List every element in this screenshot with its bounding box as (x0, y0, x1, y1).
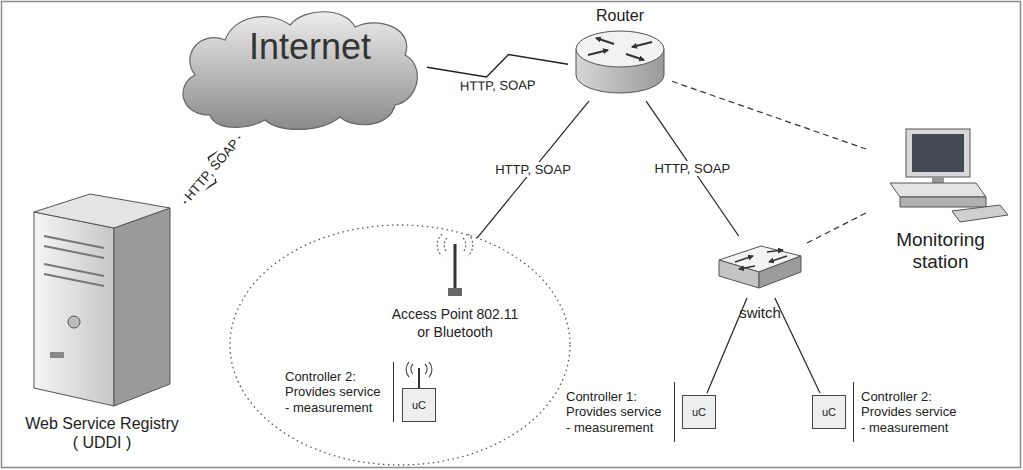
device-label: Access Point 802.11 or Bluetooth (385, 306, 525, 341)
protocol-label: HTTP, SOAP (180, 134, 245, 206)
chip-label: uC (822, 407, 836, 418)
dashed-link (672, 81, 866, 149)
cloud-node: Internet (170, 5, 425, 135)
microcontroller-box: uC (812, 395, 846, 429)
dashed-link (807, 213, 866, 243)
antenna-icon (435, 232, 475, 298)
server-icon (22, 188, 182, 410)
cloud-shape-svg (170, 5, 425, 135)
switch-icon (715, 238, 805, 296)
wireless-antenna (401, 362, 437, 388)
antenna-icon-svg (435, 232, 475, 298)
switch-icon-svg (715, 238, 805, 296)
cloud-shape (170, 5, 425, 135)
router-node: Router (570, 6, 670, 99)
network-link (477, 101, 589, 238)
controller-label: Controller 2: Provides service - measure… (861, 389, 962, 436)
ap-node: Access Point 802.11 or Bluetooth (385, 232, 525, 341)
controller-label: Controller 1: Provides service - measure… (566, 389, 667, 436)
device-label: Web Service Registry ( UDDI ) (24, 414, 180, 452)
bracket-bar (674, 382, 675, 442)
server-icon-svg (22, 188, 182, 410)
cloud-label: Internet (225, 27, 395, 67)
uc-node: uC Controller 2: Provides service - measu… (812, 382, 962, 442)
protocol-label: HTTP, SOAP (652, 161, 734, 177)
computer-icon-svg (868, 125, 1013, 225)
bracket-bar (853, 382, 854, 442)
chip-column: uC (401, 362, 437, 422)
controller-label: Controller 2: Provides service - measure… (285, 369, 386, 416)
chip-column: uC (682, 395, 716, 429)
protocol-label: HTTP, SOAP (492, 162, 574, 178)
microcontroller-box: uC (402, 388, 436, 422)
computer-icon (868, 125, 1013, 225)
device-label: switch (715, 304, 805, 322)
protocol-label: HTTP, SOAP (457, 77, 539, 94)
network-link (646, 101, 739, 236)
lightning-link (427, 55, 568, 78)
uc-node: Controller 1: Provides service - measure… (566, 382, 716, 442)
device-label: Monitoring station (868, 229, 1013, 273)
device-label: Router (570, 6, 670, 25)
switch-node: switch (715, 238, 805, 322)
wireless-range (230, 225, 570, 465)
microcontroller-box: uC (682, 395, 716, 429)
router-icon-svg (570, 27, 670, 99)
wireless-antenna-svg (401, 362, 437, 388)
pc-node: Monitoring station (868, 125, 1013, 273)
chip-label: uC (412, 400, 426, 411)
chip-column: uC (812, 395, 846, 429)
network-link (775, 298, 820, 393)
uc-node: Controller 2: Provides service - measure… (285, 362, 437, 422)
bracket-bar (393, 362, 394, 422)
router-icon (570, 27, 670, 99)
chip-label: uC (692, 407, 706, 418)
server-node: Web Service Registry ( UDDI ) (22, 188, 182, 452)
